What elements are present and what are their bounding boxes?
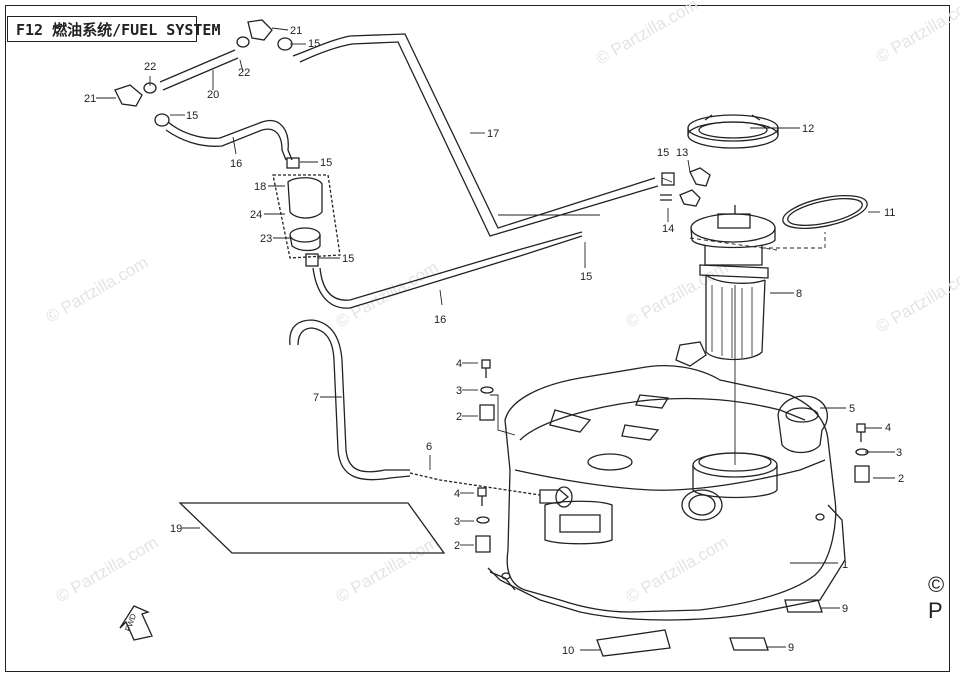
pad-9-lower (729, 637, 769, 651)
callout: 4 (456, 358, 462, 370)
callout: 20 (207, 89, 219, 101)
callout: 22 (144, 61, 156, 73)
fwd-arrow-icon (119, 605, 153, 641)
mount-hardware-left-top (479, 359, 495, 421)
callout: 2 (898, 473, 904, 485)
fuel-cap (777, 395, 828, 454)
leader-lines (96, 27, 895, 651)
callout: 16 (230, 158, 242, 170)
hose-7 (289, 319, 541, 496)
callout: 7 (313, 392, 319, 404)
callout: 8 (796, 288, 802, 300)
gasket (782, 194, 868, 230)
callout: 15 (320, 157, 332, 169)
callout: 24 (250, 209, 262, 221)
callout: 12 (802, 123, 814, 135)
callout: 17 (487, 128, 499, 140)
callout: 15 (308, 38, 320, 50)
callout: 19 (170, 523, 182, 535)
callout: 4 (885, 422, 891, 434)
callout: 3 (454, 516, 460, 528)
callout: 2 (454, 540, 460, 552)
callout: 15 (186, 110, 198, 122)
corner-copyright-mark: © P (928, 572, 945, 623)
fwd-label: FWD (123, 612, 138, 632)
diagram-frame (5, 5, 950, 672)
callout: 21 (290, 25, 302, 37)
pad-10 (596, 629, 671, 657)
hose-17 (292, 33, 659, 237)
callout: 23 (260, 233, 272, 245)
diagram-title: F12 燃油系统/FUEL SYSTEM (16, 21, 221, 39)
callouts: 1 2 2 2 3 3 3 4 4 4 5 6 7 8 9 9 10 11 12… (84, 25, 904, 657)
callout: 15 (657, 147, 669, 159)
callout: 3 (896, 447, 902, 459)
callout: 9 (842, 603, 848, 615)
hose-16-upper (165, 120, 293, 161)
mount-hardware-right (854, 423, 870, 483)
pump-fittings (660, 167, 711, 207)
lock-ring (687, 114, 779, 149)
callout: 2 (456, 411, 462, 423)
callout: 21 (84, 93, 96, 105)
callout: 1 (842, 559, 848, 571)
callout: 4 (454, 488, 460, 500)
hose-20 (159, 49, 239, 91)
callout: 3 (456, 385, 462, 397)
callout: 10 (562, 645, 574, 657)
callout: 5 (849, 403, 855, 415)
fuel-pump (675, 205, 776, 367)
fuel-filter-assembly (272, 157, 341, 267)
callout: 22 (238, 67, 250, 79)
callout: 9 (788, 642, 794, 654)
title-box (7, 16, 197, 42)
callout: 13 (676, 147, 688, 159)
pad-9-upper (784, 599, 823, 613)
fuel-tank (487, 365, 846, 621)
callout: 16 (434, 314, 446, 326)
callout: 15 (580, 271, 592, 283)
callout: 11 (884, 207, 895, 219)
callout: 14 (662, 223, 674, 235)
callout: 18 (254, 181, 266, 193)
mount-hardware-left-bottom (475, 487, 491, 553)
label-sheet (178, 502, 446, 554)
callout: 15 (342, 253, 354, 265)
callout: 6 (426, 441, 432, 453)
hose-16-lower (312, 231, 583, 309)
